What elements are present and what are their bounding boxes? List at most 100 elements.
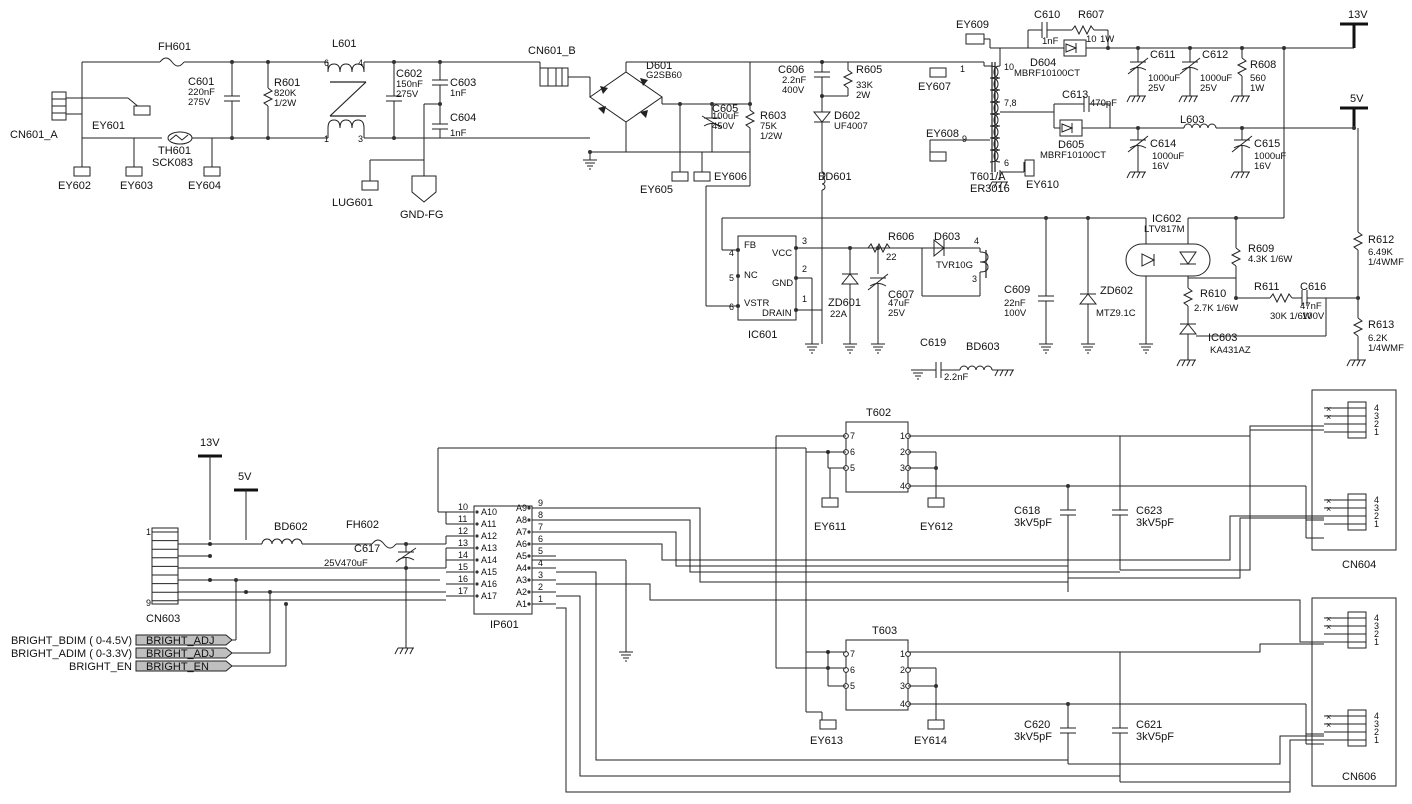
svg-text:GND: GND — [772, 278, 793, 289]
bright-net-tag-label: BRIGHT_ADJ — [146, 635, 214, 647]
svg-text:CN606: CN606 — [1342, 771, 1376, 783]
transformer-pin: 2 — [900, 665, 905, 675]
lamp-connector-pin: 3 — [1374, 411, 1379, 421]
transformer-pin: 4 — [900, 481, 905, 491]
svg-text:4: 4 — [974, 236, 979, 246]
svg-text:10: 10 — [1004, 62, 1014, 72]
ip601-left-pin-name: A12 — [481, 531, 497, 541]
svg-text:MTZ9.1C: MTZ9.1C — [1096, 308, 1136, 319]
label-l601: L601 — [332, 38, 356, 50]
pad-ey612 — [927, 497, 945, 508]
ip601-right-pin-num: 8 — [538, 510, 543, 520]
svg-text:C615: C615 — [1254, 138, 1280, 150]
svg-text:450V: 450V — [712, 121, 735, 132]
lamp-connector-pin: 2 — [1374, 511, 1379, 521]
pad-ey608 — [929, 151, 947, 162]
svg-text:5V: 5V — [238, 471, 252, 483]
svg-text:C620: C620 — [1024, 719, 1050, 731]
pad-ey609 — [965, 33, 985, 45]
svg-text:ZD602: ZD602 — [1100, 285, 1133, 297]
svg-text:2.2nF: 2.2nF — [944, 372, 968, 383]
svg-text:C613: C613 — [1062, 89, 1088, 101]
svg-text:D605: D605 — [1058, 139, 1084, 151]
lamp-connector-pin: 1 — [1374, 637, 1379, 647]
svg-text:C604: C604 — [450, 112, 476, 124]
diode-d604 — [1063, 39, 1087, 57]
svg-text:C605: C605 — [712, 103, 738, 115]
svg-text:1: 1 — [146, 527, 151, 537]
svg-text:T603: T603 — [872, 625, 897, 637]
transformer-pin: 3 — [900, 681, 905, 691]
ip601-left-pin-num: 16 — [458, 574, 468, 584]
svg-text:IC603: IC603 — [1208, 332, 1237, 344]
lamp-connector-pin: 3 — [1374, 621, 1379, 631]
svg-text:1W: 1W — [1100, 34, 1114, 45]
ip601-right-pin-name: A5 — [516, 551, 527, 561]
svg-text:1/4WMF: 1/4WMF — [1368, 257, 1404, 268]
svg-text:EY612: EY612 — [920, 521, 953, 533]
svg-text:C623: C623 — [1136, 505, 1162, 517]
lamp-connector-pin: 1 — [1374, 519, 1379, 529]
svg-text:470pF: 470pF — [1090, 98, 1117, 109]
svg-text:3: 3 — [802, 236, 807, 246]
svg-text:150nF: 150nF — [396, 79, 423, 90]
svg-text:C607: C607 — [888, 289, 914, 301]
svg-text:400V: 400V — [782, 85, 805, 96]
svg-text:5V: 5V — [1350, 93, 1364, 105]
pad-ey614 — [927, 719, 945, 730]
svg-text:3: 3 — [972, 274, 977, 284]
svg-text:4: 4 — [729, 248, 734, 258]
resistor-r609 — [1230, 247, 1242, 267]
ip601-right-pin-num: 1 — [538, 594, 543, 604]
svg-text:10: 10 — [1086, 34, 1097, 45]
label-ey601: EY601 — [92, 120, 125, 132]
ip601-left-pin-name: A17 — [481, 591, 497, 601]
svg-text:EY611: EY611 — [814, 521, 846, 533]
lamp-connector-pin: 4 — [1374, 403, 1379, 413]
bright-net-tag — [135, 634, 233, 646]
nc-mark-icon: × — [1326, 404, 1331, 414]
ip601-left-pin-name: A13 — [481, 543, 497, 553]
svg-text:2: 2 — [802, 264, 807, 274]
svg-text:6: 6 — [729, 302, 734, 312]
transformer-pin: 2 — [900, 447, 905, 457]
ip601-left-pin-num: 10 — [458, 502, 468, 512]
cap-c615 — [1230, 128, 1253, 179]
svg-text:3kV5pF: 3kV5pF — [1136, 731, 1174, 743]
svg-text:CN601_B: CN601_B — [528, 45, 576, 57]
lamp-connector-pin: 1 — [1374, 427, 1379, 437]
svg-text:R601: R601 — [274, 77, 300, 89]
svg-text:C603: C603 — [450, 77, 476, 89]
transformer-t602 — [845, 421, 909, 493]
svg-text:BD602: BD602 — [274, 521, 308, 533]
pad-lug601 — [361, 180, 379, 191]
pad-ey613 — [819, 719, 837, 730]
nc-mark-icon: × — [1326, 504, 1331, 514]
lamp-connector — [1347, 493, 1367, 531]
ip601-right-pin-name: A8 — [516, 515, 527, 525]
svg-text:100uF: 100uF — [712, 111, 739, 122]
cap-c614 — [1126, 128, 1149, 179]
diode-d603 — [933, 238, 945, 258]
svg-text:25V470uF: 25V470uF — [324, 558, 368, 569]
svg-text:1: 1 — [960, 64, 965, 74]
svg-text:LUG601: LUG601 — [332, 197, 373, 209]
transformer-pin: 7 — [850, 649, 855, 659]
svg-text:CN603: CN603 — [146, 613, 180, 625]
lamp-connector-pin: 4 — [1374, 495, 1379, 505]
svg-text:VSTR: VSTR — [744, 298, 769, 309]
svg-text:VCC: VCC — [772, 248, 792, 259]
ip601-right-pin-num: 3 — [538, 570, 543, 580]
svg-text:R613: R613 — [1368, 319, 1394, 331]
svg-text:DRAIN: DRAIN — [762, 308, 792, 319]
transformer-t601 — [989, 62, 1001, 172]
resistor-r608 — [1236, 57, 1248, 77]
svg-text:4: 4 — [358, 58, 363, 68]
svg-text:3kV5pF: 3kV5pF — [1014, 517, 1052, 529]
svg-text:1000uF: 1000uF — [1200, 73, 1232, 84]
pad-ey607 — [929, 67, 947, 78]
svg-text:UF4007: UF4007 — [834, 121, 868, 132]
label-ey603: EY603 — [120, 180, 153, 192]
shunt-ic603 — [1178, 323, 1198, 335]
svg-text:FH602: FH602 — [346, 519, 379, 531]
